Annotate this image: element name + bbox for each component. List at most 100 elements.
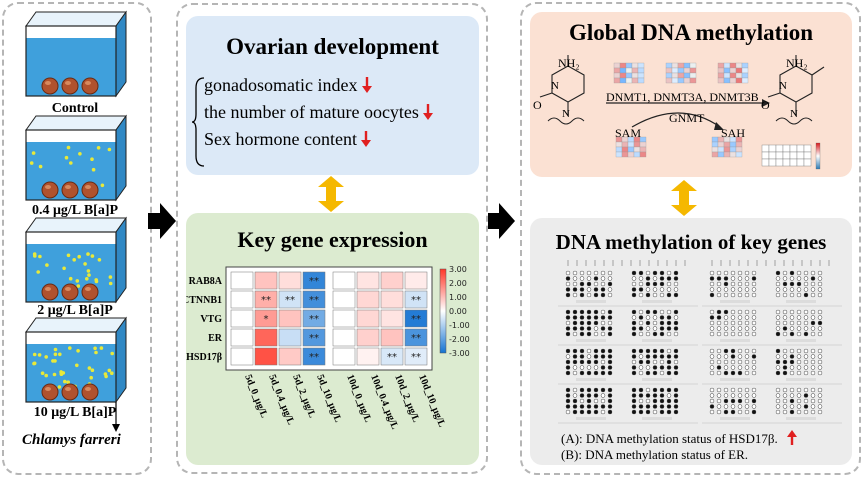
cpg-site <box>751 409 757 415</box>
cpg-site <box>638 359 644 365</box>
brace <box>192 77 205 167</box>
significance-mark: ** <box>411 333 421 344</box>
scallop <box>81 283 99 301</box>
cpg-site <box>716 348 722 354</box>
ovarian-item-hormone: Sex hormone content <box>204 129 372 150</box>
bap-particle <box>53 347 58 352</box>
cpg-site <box>645 365 651 370</box>
cpg-site <box>751 354 757 359</box>
cpg-site <box>737 365 743 370</box>
cpg-site <box>782 365 788 370</box>
bap-particle <box>110 351 114 356</box>
cpg-site <box>579 320 585 326</box>
ovarian-item-oocytes: the number of mature oocytes <box>204 102 434 123</box>
cpg-site <box>607 359 613 365</box>
cpg-site <box>652 365 658 370</box>
cpg-site <box>572 326 578 331</box>
cpg-site <box>709 393 715 398</box>
heatmap-cell <box>356 309 380 328</box>
cpg-site <box>789 348 795 354</box>
global-methylation-title: Global DNA methylation <box>568 20 814 45</box>
heatmap: RAB8A**CTNNB1********VTG*****ER****HSD17… <box>186 265 470 431</box>
cpg-site <box>796 331 802 337</box>
cpg-site <box>659 354 665 359</box>
cpg-site <box>810 315 816 320</box>
heatmap-cell <box>404 309 428 328</box>
heatmap-cell <box>278 309 302 328</box>
cpg-site <box>600 309 606 315</box>
cpg-site <box>572 365 578 370</box>
bap-particle <box>51 359 55 363</box>
cpg-site <box>673 398 679 404</box>
cpg-site <box>709 331 715 337</box>
cpg-site <box>565 365 571 370</box>
significance-mark: ** <box>285 295 295 306</box>
cpg-site <box>817 359 823 365</box>
cpg-site <box>579 398 585 404</box>
significance-mark: ** <box>411 352 421 363</box>
cpg-site <box>737 320 743 326</box>
cpg-site <box>730 348 736 354</box>
cpg-site <box>817 404 823 409</box>
bap-particle <box>44 355 48 359</box>
bap-particle <box>37 353 42 357</box>
cpg-site <box>579 270 585 276</box>
cpg-site <box>572 409 578 415</box>
heatmap-cell <box>332 328 356 347</box>
cpg-site <box>789 370 795 376</box>
cpg-site <box>796 387 802 393</box>
heatmap-cell <box>356 347 380 366</box>
cpg-site <box>709 387 715 393</box>
scale-tick: 2.00 <box>449 279 467 288</box>
cpg-site <box>775 309 781 315</box>
bap-particle <box>85 277 89 281</box>
cpg-site <box>645 281 651 287</box>
cpg-site <box>645 398 651 404</box>
cpg-site <box>803 309 809 315</box>
cpg-site <box>652 281 658 287</box>
cpg-site <box>751 315 757 320</box>
cpg-site <box>600 354 606 359</box>
bap-particle <box>63 379 67 384</box>
cpg-site <box>744 370 750 376</box>
cpg-site <box>572 276 578 281</box>
bap-particle <box>36 270 40 274</box>
cpg-site <box>789 354 795 359</box>
cpg-site <box>638 320 644 326</box>
cpg-site <box>817 270 823 276</box>
cpg-site <box>638 387 644 393</box>
cpg-site <box>730 354 736 359</box>
scallop <box>81 181 99 199</box>
gene-label: RAB8A <box>189 276 223 287</box>
cpg-site <box>593 348 599 354</box>
cpg-site <box>666 315 672 320</box>
cpg-site <box>751 398 757 404</box>
cpg-site <box>666 365 672 370</box>
cpg-site <box>579 331 585 337</box>
cpg-site <box>638 354 644 359</box>
bap-particle <box>94 278 98 282</box>
cpg-site <box>666 292 672 298</box>
cpg-site <box>730 331 736 337</box>
cpg-site <box>723 331 729 337</box>
cpg-site <box>645 276 651 281</box>
cpg-site <box>600 270 606 276</box>
heatmap-cell <box>278 328 302 347</box>
cpg-site <box>586 315 592 320</box>
gene-label: VTG <box>200 314 222 325</box>
cpg-site <box>673 331 679 337</box>
bap-particle <box>107 368 112 373</box>
cpg-site <box>666 393 672 398</box>
cpg-site <box>723 315 729 320</box>
bap-particle <box>100 183 105 188</box>
cpg-site <box>631 292 637 298</box>
cpg-site <box>600 370 606 376</box>
cpg-site <box>803 387 809 393</box>
exposure-tanks <box>25 10 127 432</box>
cpg-site <box>775 348 781 354</box>
cpg-site <box>730 393 736 398</box>
cpg-site <box>586 387 592 393</box>
cpg-site <box>593 354 599 359</box>
cpg-site <box>796 287 802 292</box>
cpg-site <box>751 287 757 292</box>
